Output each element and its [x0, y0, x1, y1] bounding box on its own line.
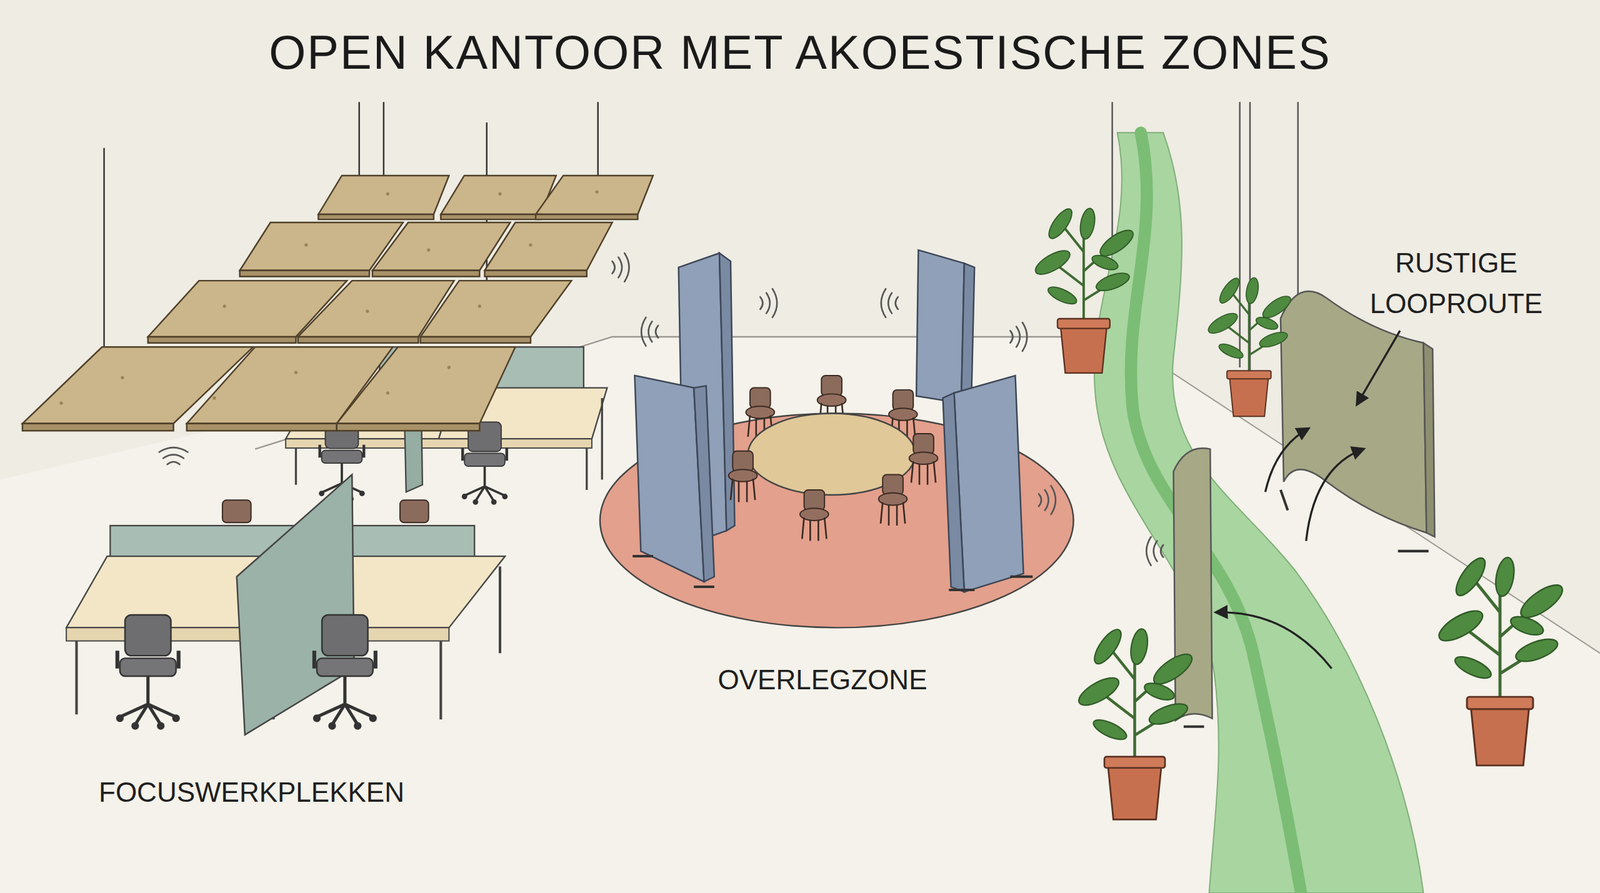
meeting-zone: [600, 250, 1074, 628]
ceiling-panels-part-part: [223, 304, 227, 308]
deflection-arrows-part: [1306, 449, 1364, 542]
ceiling-panels-part: [420, 280, 572, 337]
meeting-zone-part: [909, 433, 939, 485]
meeting-zone-part-part: [693, 385, 715, 582]
ceiling-panels-part-part: [59, 401, 63, 405]
office-illustration-part: [760, 288, 777, 318]
meeting-zone-part-part: [943, 393, 965, 592]
deflection-arrows-part: [1356, 330, 1400, 405]
meeting-zone-part: [635, 375, 1024, 592]
ceiling-panels-part-part: [336, 423, 480, 431]
ceiling-panels-part: [22, 214, 638, 431]
ceiling-panels-part-part: [365, 309, 369, 313]
meeting-zone-part: [678, 250, 975, 547]
ceiling-panels-part-part: [240, 270, 370, 277]
ceiling-panels-part-part: [498, 192, 502, 196]
front-desks-part: [116, 615, 180, 730]
ceiling-panels-part-part: [318, 214, 434, 220]
ceiling-panels-part-part: [212, 396, 216, 400]
office-illustration-part: [1010, 322, 1027, 352]
meeting-zone-part: [728, 451, 758, 503]
deflection-arrows-part: [1216, 612, 1332, 669]
office-illustration-part: [1146, 536, 1164, 566]
office-illustration-part: [1075, 625, 1197, 820]
ceiling-panels-part: [318, 175, 449, 215]
ceiling-panels-part-part: [386, 391, 390, 395]
curved-screens-part: [1183, 490, 1429, 727]
zone-label: OVERLEGZONE: [666, 662, 979, 697]
diagram-title: OPEN KANTOOR MET AKOESTISCHE ZONES: [0, 23, 1600, 81]
deflection-arrows: [1216, 330, 1400, 669]
front-desks: [66, 474, 505, 735]
ceiling-panels-part-part: [304, 243, 308, 247]
ceiling-panels-part-part: [120, 376, 124, 380]
ceiling-panels-part: [535, 175, 654, 215]
ceiling-panels-part-part: [535, 214, 638, 220]
meeting-zone-part-part: [961, 263, 975, 404]
meeting-zone-part: [632, 556, 1033, 590]
office-illustration-part: [1205, 275, 1294, 417]
ceiling-panels-part: [336, 346, 516, 424]
ceiling-panels-part-part: [420, 336, 531, 344]
curved-screens-part: [1423, 343, 1435, 537]
ceiling-panels-part-part: [485, 270, 587, 277]
ceiling-panels-part: [59, 190, 599, 405]
front-desks-part: [236, 474, 355, 735]
ceiling-panels-part-part: [22, 423, 174, 431]
office-illustration-part: [881, 288, 899, 318]
zone-label: RUSTIGE LOOPROUTE: [1350, 242, 1563, 324]
ceiling-panels: [22, 101, 654, 431]
meeting-zone-part-part: [916, 250, 965, 404]
ceiling-panels-part-part: [595, 190, 599, 194]
office-illustration-part: [612, 253, 630, 282]
ceiling-panels-part-part: [447, 365, 451, 369]
ceiling-panels-part-part: [426, 248, 430, 252]
ceiling-panels-part-part: [294, 370, 298, 374]
curved-screens-part: [1280, 291, 1427, 534]
ceiling-panels-part-part: [298, 336, 419, 344]
office-illustration-part: [1435, 553, 1568, 766]
office-illustration-part: [1031, 205, 1137, 374]
front-desks-part: [313, 615, 377, 730]
ceiling-panels-part-part: [386, 192, 390, 196]
ceiling-panels-part-part: [148, 336, 297, 344]
meeting-zone-part: [800, 490, 829, 542]
zone-label: FOCUSWERKPLEKKEN: [98, 775, 537, 810]
deflection-arrows-part: [1265, 428, 1309, 492]
meeting-zone-part-part: [635, 375, 705, 582]
ceiling-panels-part: [440, 175, 556, 215]
ceiling-panels-part: [485, 222, 613, 271]
front-desks-part: [222, 500, 252, 523]
ceiling-panels-part-part: [478, 304, 482, 308]
curved-screens: [1173, 291, 1435, 727]
office-illustration-part: [1038, 485, 1056, 515]
front-desks-part: [400, 500, 429, 523]
ceiling-panels-part-part: [372, 270, 480, 277]
office-illustration-part: [641, 317, 659, 347]
ceiling-panels-part-part: [186, 423, 337, 431]
back-desks-part: [461, 421, 508, 505]
ceiling-panels-part-part: [440, 214, 541, 220]
ceiling-panels-part-part: [528, 243, 532, 247]
office-illustration-part: [159, 447, 189, 465]
meeting-zone-part: [878, 474, 908, 526]
curved-screens-part: [1173, 448, 1213, 721]
meeting-zone-part-part: [954, 375, 1024, 592]
